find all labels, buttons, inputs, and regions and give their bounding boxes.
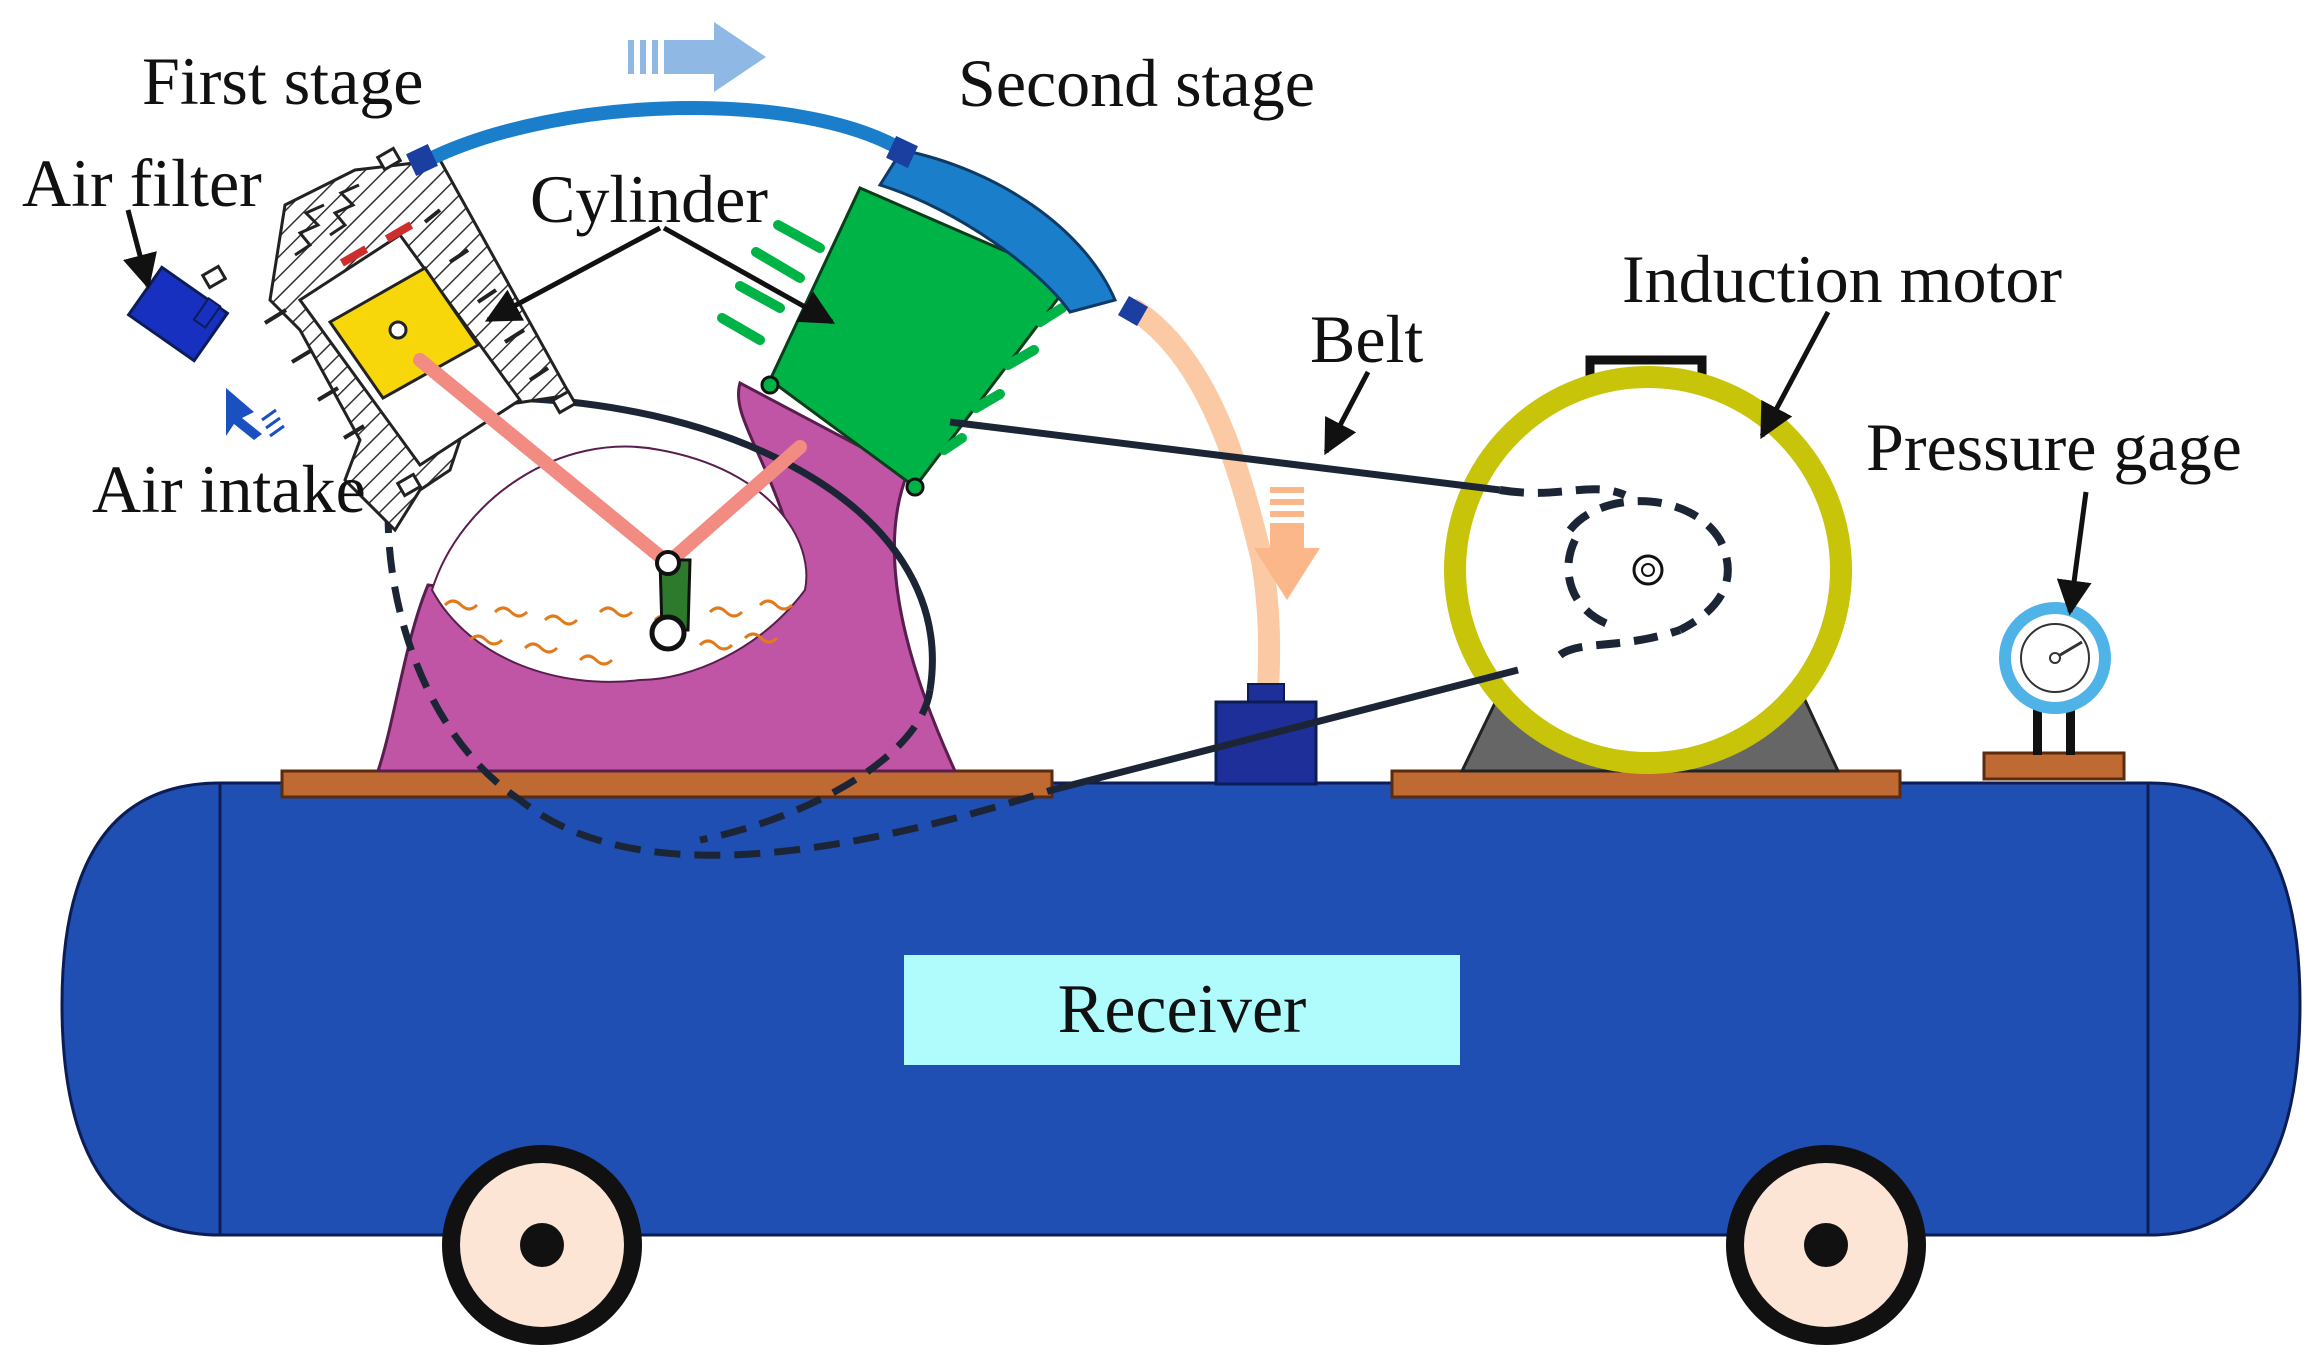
- induction-motor-label: Induction motor: [1622, 241, 2062, 317]
- first-stage-cylinder: [200, 146, 578, 533]
- wheel-left: [442, 1145, 642, 1345]
- air-filter-label: Air filter: [22, 145, 262, 221]
- leader-lines: [123, 209, 2092, 616]
- crank-arm: [649, 550, 692, 652]
- gauge-mount-plate: [1982, 751, 2126, 781]
- connecting-rods: [413, 353, 807, 570]
- intake-arrow-icon: [226, 388, 285, 440]
- second-stage-label: Second stage: [958, 45, 1315, 121]
- first-stage-label: First stage: [142, 43, 423, 119]
- flow-arrow-top-icon: [628, 22, 766, 92]
- pressure-gauge: [1999, 602, 2111, 755]
- interstage-pipe: [406, 100, 1118, 314]
- discharge-pipe: [1117, 295, 1281, 701]
- wheel-right: [1726, 1145, 1926, 1345]
- motor-mount-plate: [1390, 769, 1902, 799]
- receiver-text: Receiver: [1058, 971, 1307, 1048]
- compressor-mount-plate: [280, 769, 1054, 799]
- belt-label: Belt: [1310, 301, 1423, 377]
- air-intake-label: Air intake: [92, 451, 366, 527]
- pressure-gage-label: Pressure gage: [1866, 409, 2242, 485]
- induction-motor: [1444, 355, 1852, 774]
- belt: [949, 418, 1519, 794]
- air-filter: [126, 265, 230, 363]
- receiver-label: Receiver: [904, 955, 1460, 1065]
- cylinder-label: Cylinder: [530, 161, 768, 237]
- flow-arrow-down-icon: [1254, 487, 1320, 600]
